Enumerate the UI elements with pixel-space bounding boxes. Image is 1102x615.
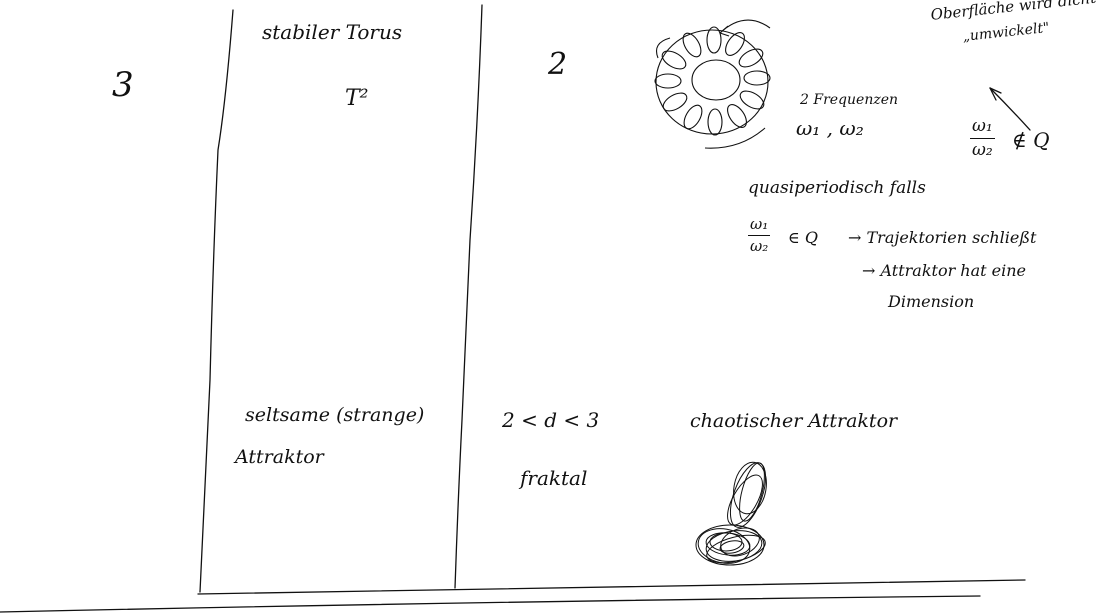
row1-dimension: 3 <box>112 65 134 105</box>
row1-name: stabiler Torus <box>262 20 403 44</box>
row1-symbol: T² <box>345 86 369 111</box>
ratio-irrational-num: ω₁ <box>972 116 993 136</box>
chaotic-attractor-sketch-icon <box>695 461 767 566</box>
arrow-icon <box>989 87 1031 131</box>
ratio-rational-fraction: ω₁ ω₂ <box>748 215 771 255</box>
ratio-rational-num: ω₁ <box>750 215 769 233</box>
row2-name-line2: Attraktor <box>235 446 324 468</box>
ratio-irrational-relation: ∉ Q <box>1012 128 1050 152</box>
consequence-line-3: Dimension <box>888 292 975 311</box>
row1-attractor-dimension: 2 <box>548 47 568 82</box>
ratio-irrational-den: ω₂ <box>972 140 993 160</box>
consequence-line-2: → Attraktor hat eine <box>862 261 1027 280</box>
row1-frequencies-label: 2 Frequenzen <box>800 92 899 108</box>
quasiperiodic-label: quasiperiodisch falls <box>748 178 926 198</box>
row2-fractal: fraktal <box>520 466 588 490</box>
ratio-rational-relation: ∈ Q <box>788 228 819 247</box>
torus-sketch-icon <box>654 19 771 149</box>
ratio-rational-den: ω₂ <box>750 237 769 255</box>
consequence-line-1: → Trajektorien schließt <box>848 228 1037 247</box>
ratio-irrational-fraction: ω₁ ω₂ <box>970 118 995 159</box>
bottom-rule-low <box>0 595 981 613</box>
bottom-rule-main <box>197 579 1026 595</box>
row2-dimension-range: 2 < d < 3 <box>502 408 600 432</box>
column-divider-2 <box>454 4 483 589</box>
column-divider-1 <box>199 9 234 593</box>
row2-name-line1: seltsame (strange) <box>245 404 425 426</box>
row1-frequencies-symbols: ω₁ , ω₂ <box>796 116 864 140</box>
row2-chaotic-label: chaotischer Attraktor <box>690 410 898 432</box>
